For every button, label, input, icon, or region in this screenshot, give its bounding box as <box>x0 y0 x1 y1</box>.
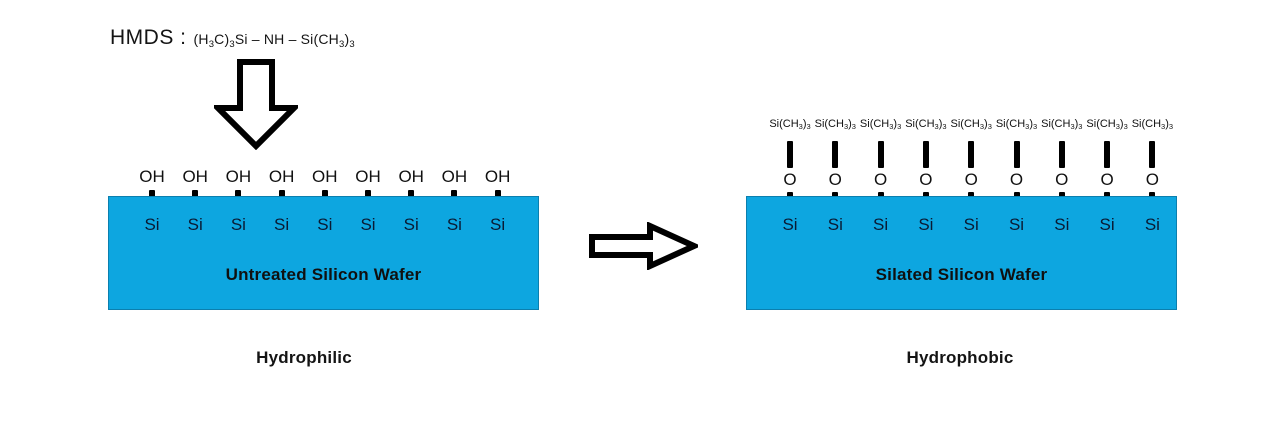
substrate-silicon-label: Si <box>360 215 376 234</box>
substrate-silicon-label: Si <box>782 215 798 234</box>
trimethylsilyl-group-label: Si(CH3)3 <box>814 118 856 131</box>
hydroxyl-group-label: OH <box>441 167 468 186</box>
substrate-silicon-label: Si <box>873 215 889 234</box>
trimethylsilyl-group-label: Si(CH3)3 <box>769 118 811 131</box>
substrate-silicon-label: Si <box>1099 215 1115 234</box>
hydrophilic-caption: Hydrophilic <box>256 348 352 367</box>
bond-stem-upper <box>877 141 884 168</box>
trimethylsilyl-group-label: Si(CH3)3 <box>905 118 947 131</box>
bond-stem-upper <box>1058 141 1065 168</box>
bond-stem-upper <box>1013 141 1020 168</box>
oxygen-bridge-label: O <box>1009 170 1024 189</box>
trimethylsilyl-group-label: Si(CH3)3 <box>995 118 1038 131</box>
substrate-silicon-label: Si <box>403 215 419 234</box>
substrate-silicon-label: Si <box>187 215 203 234</box>
substrate-silicon-label: Si <box>963 215 979 234</box>
substrate-silicon-label: Si <box>1054 215 1070 234</box>
bond-stem-upper <box>787 141 793 168</box>
hydroxyl-group-label: OH <box>225 167 252 186</box>
substrate-silicon-label: Si <box>827 215 843 234</box>
down-arrow-icon <box>214 59 298 150</box>
hydroxyl-group-label: OH <box>139 167 165 186</box>
untreated-wafer-label: Untreated Silicon Wafer <box>225 265 422 284</box>
oxygen-bridge-label: O <box>783 170 797 189</box>
trimethylsilyl-group-label: Si(CH3)3 <box>950 118 992 131</box>
trimethylsilyl-group-label: Si(CH3)3 <box>859 118 902 131</box>
bond-stem-upper <box>832 141 839 168</box>
hydroxyl-group-label: OH <box>268 167 295 186</box>
bond-stem-upper <box>922 141 929 168</box>
substrate-silicon-label: Si <box>230 215 246 234</box>
hydroxyl-group-label: OH <box>398 167 424 186</box>
substrate-silicon-label: Si <box>446 215 462 234</box>
substrate-silicon-label: Si <box>144 215 160 234</box>
trimethylsilyl-group-label: Si(CH3)3 <box>1131 118 1174 131</box>
silated-silicon-wafer: Silated Silicon Wafer <box>746 196 1177 310</box>
substrate-silicon-label: Si <box>1008 215 1025 234</box>
substrate-silicon-label: Si <box>490 215 506 234</box>
trimethylsilyl-group-label: Si(CH3)3 <box>1041 118 1083 131</box>
bond-stem-upper <box>968 141 975 168</box>
silated-wafer-label: Silated Silicon Wafer <box>875 265 1048 284</box>
substrate-silicon-label: Si <box>274 215 290 234</box>
hmds-formula: (H3C)3Si – NH – Si(CH3)3 <box>193 31 355 50</box>
bond-stem-upper <box>1104 141 1111 168</box>
right-arrow-icon <box>589 222 698 270</box>
substrate-silicon-label: Si <box>317 215 333 234</box>
oxygen-bridge-label: O <box>919 170 933 189</box>
oxygen-bridge-label: O <box>964 170 978 189</box>
substrate-silicon-label: Si <box>918 215 934 234</box>
hydroxyl-group-label: OH <box>182 167 208 186</box>
bond-stem-upper <box>1149 141 1156 168</box>
hydroxyl-group-label: OH <box>312 167 338 186</box>
oxygen-bridge-label: O <box>1100 170 1114 189</box>
oxygen-bridge-label: O <box>873 170 888 189</box>
hydroxyl-group-label: OH <box>484 167 511 186</box>
trimethylsilyl-group-label: Si(CH3)3 <box>1086 118 1128 131</box>
substrate-silicon-label: Si <box>1144 215 1160 234</box>
untreated-silicon-wafer: Untreated Silicon Wafer <box>108 196 539 310</box>
hmds-reagent-label: HMDS : (H3C)3Si – NH – Si(CH3)3 <box>110 26 355 50</box>
oxygen-bridge-label: O <box>828 170 842 189</box>
hydroxyl-group-label: OH <box>355 167 381 186</box>
oxygen-bridge-label: O <box>1055 170 1069 189</box>
hmds-title: HMDS : <box>110 26 187 49</box>
oxygen-bridge-label: O <box>1145 170 1160 189</box>
hydrophobic-caption: Hydrophobic <box>906 348 1014 367</box>
